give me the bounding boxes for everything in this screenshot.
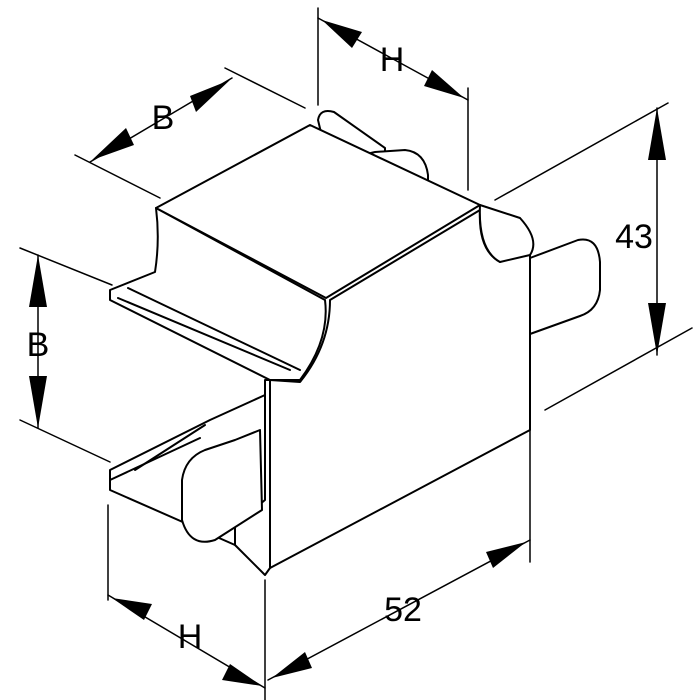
extension-lines: [19, 7, 693, 700]
right-end-cap: [478, 204, 535, 263]
arrow-h-bottom-right: [222, 664, 262, 686]
arrow-43-bottom: [648, 303, 666, 355]
right-clip: [529, 238, 601, 335]
arrow-b-left-top: [29, 255, 47, 307]
left-branch-top: [109, 207, 327, 381]
arrow-43-top: [648, 108, 666, 160]
front-clip: [181, 429, 263, 543]
left-width-label: B: [26, 326, 50, 364]
height-43-label: 43: [615, 218, 653, 256]
t-piece-body: [109, 110, 601, 576]
bottom-height-label: H: [177, 618, 203, 656]
arrow-b-left-bottom: [29, 376, 47, 428]
arrow-b-upper-left: [92, 128, 134, 160]
arrow-top-h-left: [322, 20, 362, 48]
arrow-top-h-right: [424, 70, 464, 98]
arrow-h-bottom-left: [112, 598, 152, 620]
length-52-label: 52: [384, 591, 422, 629]
arrow-52-right: [486, 542, 526, 568]
top-height-label: H: [379, 41, 405, 79]
arrowheads: [29, 20, 666, 686]
arrow-52-left: [272, 652, 312, 678]
top-width-label: B: [151, 99, 175, 137]
arrow-b-upper-right: [190, 80, 230, 112]
